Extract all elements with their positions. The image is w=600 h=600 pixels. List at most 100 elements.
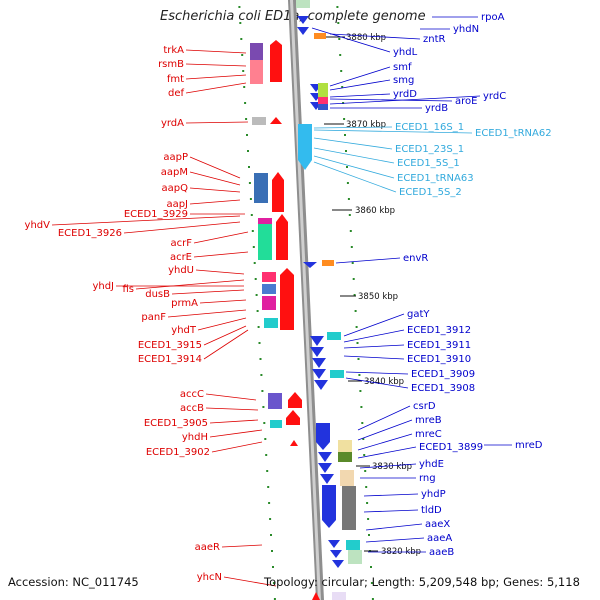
track-dot — [347, 198, 350, 200]
track-dot — [256, 310, 259, 312]
track-dot — [271, 550, 273, 552]
track-dot — [248, 166, 250, 168]
gene-label: ECED1_tRNA62 — [475, 128, 552, 139]
gene-label: yhdN — [453, 24, 479, 35]
gene-label: yhdT — [171, 325, 197, 336]
left-labels[interactable]: trkA rsmB fmt def yrdA aapP aapM aapQ aa… — [25, 45, 222, 583]
right-labels[interactable]: rpoA yhdN zntR yhdL smf smg yrdD aroE yr… — [393, 12, 543, 558]
track-dot — [270, 534, 272, 536]
track-dot — [264, 438, 267, 440]
topology-text: Topology: circular; Length: 5,209,548 bp… — [264, 575, 580, 589]
track-dot — [336, 6, 339, 8]
gene-label: fis — [122, 284, 134, 295]
gene-label: ECED1_23S_1 — [395, 144, 464, 155]
gene-label: rng — [419, 473, 436, 484]
track-dot — [371, 598, 374, 600]
track-dot — [255, 294, 258, 296]
track-dot — [363, 454, 366, 456]
track-dot — [266, 470, 269, 472]
track-dot — [260, 374, 263, 376]
rna-labels[interactable]: ECED1_16S_1 ECED1_tRNA62 ECED1_23S_1 ECE… — [395, 122, 552, 198]
track-dot — [273, 598, 276, 600]
track-dot — [359, 390, 362, 392]
track-dot — [269, 518, 272, 520]
track-dot — [353, 294, 356, 296]
gene-label: yrdA — [161, 118, 184, 129]
gene-label: ECED1_tRNA63 — [397, 173, 474, 184]
track-dot — [241, 54, 244, 56]
track-dot — [345, 150, 347, 152]
gene-label: accB — [180, 403, 204, 414]
gene-label: ECED1_3909 — [411, 369, 475, 380]
gene-label: ECED1_3905 — [144, 418, 208, 429]
gene-label: ECED1_3912 — [407, 325, 471, 336]
track-dot — [340, 70, 343, 72]
track-dot — [246, 134, 248, 136]
tick-tracks — [238, 6, 374, 600]
track-dot — [350, 246, 353, 248]
tick-label: 3880 kbp — [346, 33, 386, 43]
gene-label: ECED1_3908 — [411, 383, 475, 394]
gene-label: aapQ — [162, 183, 189, 194]
track-dot — [252, 246, 255, 248]
track-dot — [343, 118, 346, 120]
gene-label: yrdC — [483, 91, 506, 102]
gene-label: ECED1_3929 — [124, 209, 188, 220]
gene-label: yrdD — [393, 89, 417, 100]
track-dot — [239, 22, 242, 24]
track-dot — [253, 262, 256, 264]
track-dot — [349, 230, 352, 232]
track-dot — [249, 198, 252, 200]
gene-label: tldD — [421, 505, 442, 516]
track-dot — [262, 406, 265, 408]
track-dot — [257, 326, 260, 328]
gene-label: aapJ — [166, 199, 188, 210]
track-dot — [367, 518, 370, 520]
track-dot — [238, 6, 241, 8]
track-dot — [245, 118, 248, 120]
gene-label: ECED1_3911 — [407, 340, 471, 351]
gene-label: ECED1_16S_1 — [395, 122, 464, 133]
left-features[interactable] — [250, 40, 320, 600]
track-dot — [250, 214, 253, 216]
track-dot — [263, 422, 266, 424]
tick-label: 3860 kbp — [355, 206, 395, 216]
gene-label: yhdV — [25, 220, 51, 231]
track-dot — [368, 534, 370, 536]
gene-label: accC — [180, 389, 204, 400]
right-features[interactable] — [296, 0, 362, 600]
track-dot — [346, 182, 349, 184]
accession-text: Accession: NC_011745 — [8, 575, 139, 589]
track-dot — [254, 278, 257, 280]
track-dot — [248, 182, 251, 184]
gene-label: yhdJ — [92, 281, 114, 292]
gene-label: acrE — [170, 252, 192, 263]
gene-label: smg — [393, 75, 414, 86]
track-dot — [354, 310, 357, 312]
track-dot — [247, 150, 249, 152]
gene-label: aapM — [161, 167, 188, 178]
track-dot — [261, 390, 264, 392]
gene-label: ECED1_3915 — [138, 340, 202, 351]
track-dot — [370, 566, 372, 568]
track-dot — [341, 86, 344, 88]
gene-label: yhdU — [168, 265, 194, 276]
track-dot — [358, 374, 361, 376]
gene-label: mreD — [515, 440, 543, 451]
gene-label: ECED1_3914 — [138, 354, 202, 365]
track-dot — [366, 502, 369, 504]
track-dot — [364, 470, 367, 472]
gene-label: rsmB — [158, 59, 184, 70]
tick-label: 3850 kbp — [358, 292, 398, 302]
tick-label: 3840 kbp — [364, 377, 404, 387]
track-dot — [267, 486, 270, 488]
track-dot — [243, 86, 246, 88]
gene-label: ECED1_3910 — [407, 354, 471, 365]
gene-label: prmA — [171, 298, 198, 309]
gene-label: ECED1_3899 — [419, 442, 483, 453]
gene-label: yhdP — [421, 489, 446, 500]
track-dot — [265, 454, 268, 456]
track-dot — [268, 502, 271, 504]
gene-label: rpoA — [481, 12, 505, 23]
